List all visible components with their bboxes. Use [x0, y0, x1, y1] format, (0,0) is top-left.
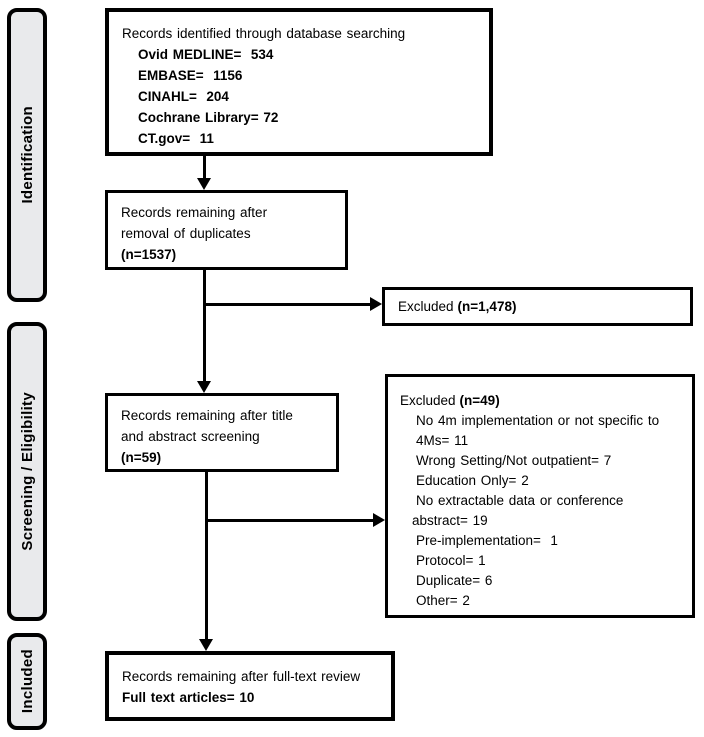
- screened-line2: and abstract screening: [121, 429, 260, 444]
- exclusion-reason-line: abstract= 19: [412, 513, 488, 528]
- dedup-line1: Records remaining after: [121, 205, 268, 220]
- arrowhead-right-icon: [373, 513, 385, 527]
- excluded2-header: Excluded(n=49): [400, 391, 686, 411]
- exclusion-reason-line: Wrong Setting/Not outpatient= 7: [416, 453, 612, 468]
- screened-line1: Records remaining after title: [121, 408, 293, 423]
- exclusion-reason-line: No 4m implementation or not specific to: [416, 413, 660, 428]
- records-identified-title: Records identified through database sear…: [122, 26, 406, 41]
- exclusion-reason-line: Pre-implementation= 1: [416, 533, 558, 548]
- db-source-cochrane: Cochrane Library= 72: [138, 110, 279, 125]
- dedup-line2: removal of duplicates: [121, 226, 251, 241]
- flow-node-excluded-reasons: Excluded(n=49) No 4m implementation or n…: [385, 374, 695, 618]
- exclusion-reason-line: Other= 2: [416, 593, 470, 608]
- arrowhead-right-icon: [370, 297, 382, 311]
- exclusion-reason-line: No extractable data or conference: [416, 493, 624, 508]
- flow-node-fulltext-review: Records remaining after full-text review…: [105, 651, 395, 721]
- screened-count: (n=59): [121, 450, 162, 465]
- excluded1-text: Excluded(n=1,478): [398, 296, 516, 317]
- exclusion-reason-line: 4Ms= 11: [416, 433, 469, 448]
- stage-included-label: Included: [18, 649, 36, 714]
- flow-node-duplicates-removed: Records remaining after removal of dupli…: [105, 190, 348, 270]
- exclusion-reason-line: Education Only= 2: [416, 473, 529, 488]
- db-source-embase: EMBASE= 1156: [138, 68, 243, 83]
- connector-identified-to-dedup: [203, 156, 206, 181]
- db-source-ctgov: CT.gov= 11: [138, 131, 214, 146]
- dedup-count: (n=1537): [121, 247, 177, 262]
- arrowhead-down-icon: [197, 178, 211, 190]
- fulltext-count: Full text articles= 10: [122, 690, 255, 705]
- excluded1-label: Excluded: [398, 299, 454, 314]
- excluded2-label: Excluded: [400, 393, 456, 408]
- exclusion-reason-line: Protocol= 1: [416, 553, 486, 568]
- fulltext-line1: Records remaining after full-text review: [122, 669, 361, 684]
- db-source-cinahl: CINAHL= 204: [138, 89, 229, 104]
- excluded2-count: (n=49): [459, 393, 500, 408]
- connector-dedup-to-screened: [203, 268, 206, 383]
- stage-screening-eligibility: Screening / Eligibility: [7, 322, 47, 621]
- arrowhead-down-icon: [199, 639, 213, 651]
- flow-node-title-abstract-screening: Records remaining after title and abstra…: [105, 393, 339, 472]
- db-source-medline: Ovid MEDLINE= 534: [138, 47, 274, 62]
- connector-screened-to-fulltext: [205, 472, 208, 641]
- stage-included: Included: [7, 633, 47, 730]
- exclusion-reason-line: Duplicate= 6: [416, 573, 493, 588]
- connector-branch-to-excluded1: [204, 303, 372, 306]
- flow-node-excluded-duplicates: Excluded(n=1,478): [382, 287, 693, 326]
- stage-screening-eligibility-label: Screening / Eligibility: [18, 392, 36, 551]
- arrowhead-down-icon: [197, 381, 211, 393]
- stage-identification-label: Identification: [18, 106, 36, 204]
- connector-branch-to-excluded2: [206, 519, 373, 522]
- stage-identification: Identification: [7, 8, 47, 302]
- excluded1-count: (n=1,478): [457, 299, 517, 314]
- flow-node-records-identified: Records identified through database sear…: [105, 8, 493, 156]
